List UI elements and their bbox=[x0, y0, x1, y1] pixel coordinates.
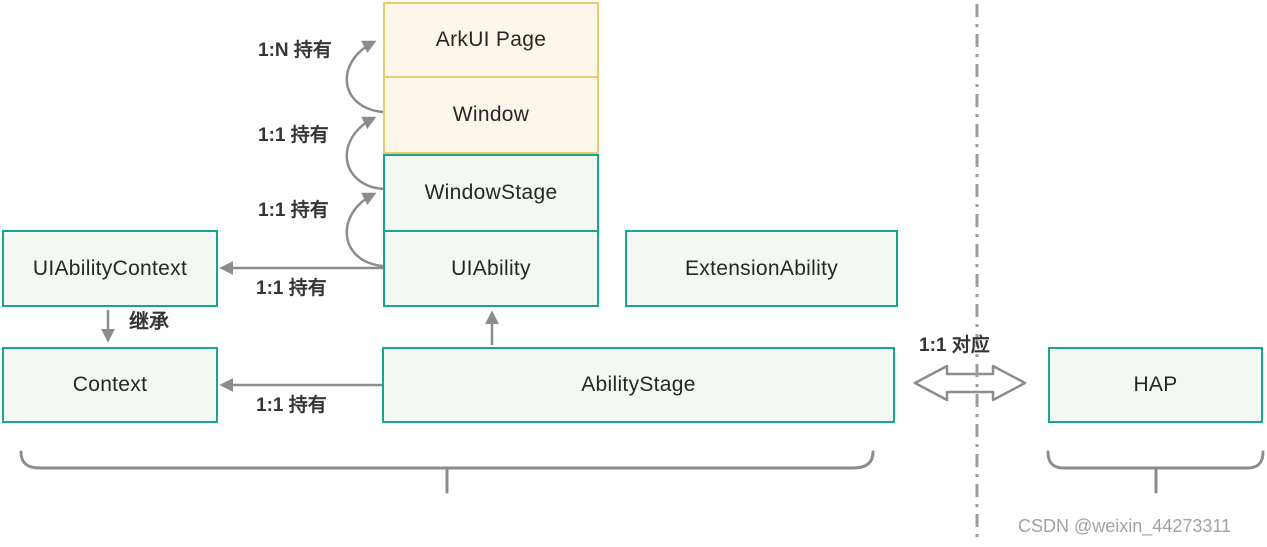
extensionability-box: ExtensionAbility bbox=[625, 230, 898, 307]
label-11-holds-uiabilitycontext: 1:1 持有 bbox=[256, 278, 327, 299]
label-11-holds-context: 1:1 持有 bbox=[256, 395, 327, 416]
arc-uiability-to-windowstage bbox=[345, 192, 384, 268]
arkui-page-box: ArkUI Page bbox=[383, 2, 599, 78]
label-1n-holds: 1:N 持有 bbox=[258, 40, 332, 61]
label-11-correspond: 1:1 对应 bbox=[919, 335, 990, 356]
hap-box: HAP bbox=[1048, 347, 1263, 423]
windowstage-box: WindowStage bbox=[383, 154, 599, 232]
label-11-holds-windowstage: 1:1 持有 bbox=[258, 200, 329, 221]
uiability-box: UIAbility bbox=[383, 230, 599, 307]
arc-window-to-arkuipage bbox=[345, 40, 384, 114]
abilitystage-box: AbilityStage bbox=[382, 347, 895, 423]
window-box: Window bbox=[383, 76, 599, 154]
csdn-watermark: CSDN @weixin_44273311 bbox=[1018, 516, 1232, 536]
uiabilitycontext-box: UIAbilityContext bbox=[2, 230, 218, 307]
right-group-brace bbox=[1046, 450, 1265, 494]
arc-windowstage-to-window bbox=[345, 116, 384, 191]
label-inherit: 继承 bbox=[129, 311, 169, 333]
left-group-brace bbox=[19, 450, 875, 494]
label-11-holds-window: 1:1 持有 bbox=[258, 125, 329, 146]
context-box: Context bbox=[2, 347, 218, 423]
double-arrow-correspond bbox=[913, 364, 1027, 402]
